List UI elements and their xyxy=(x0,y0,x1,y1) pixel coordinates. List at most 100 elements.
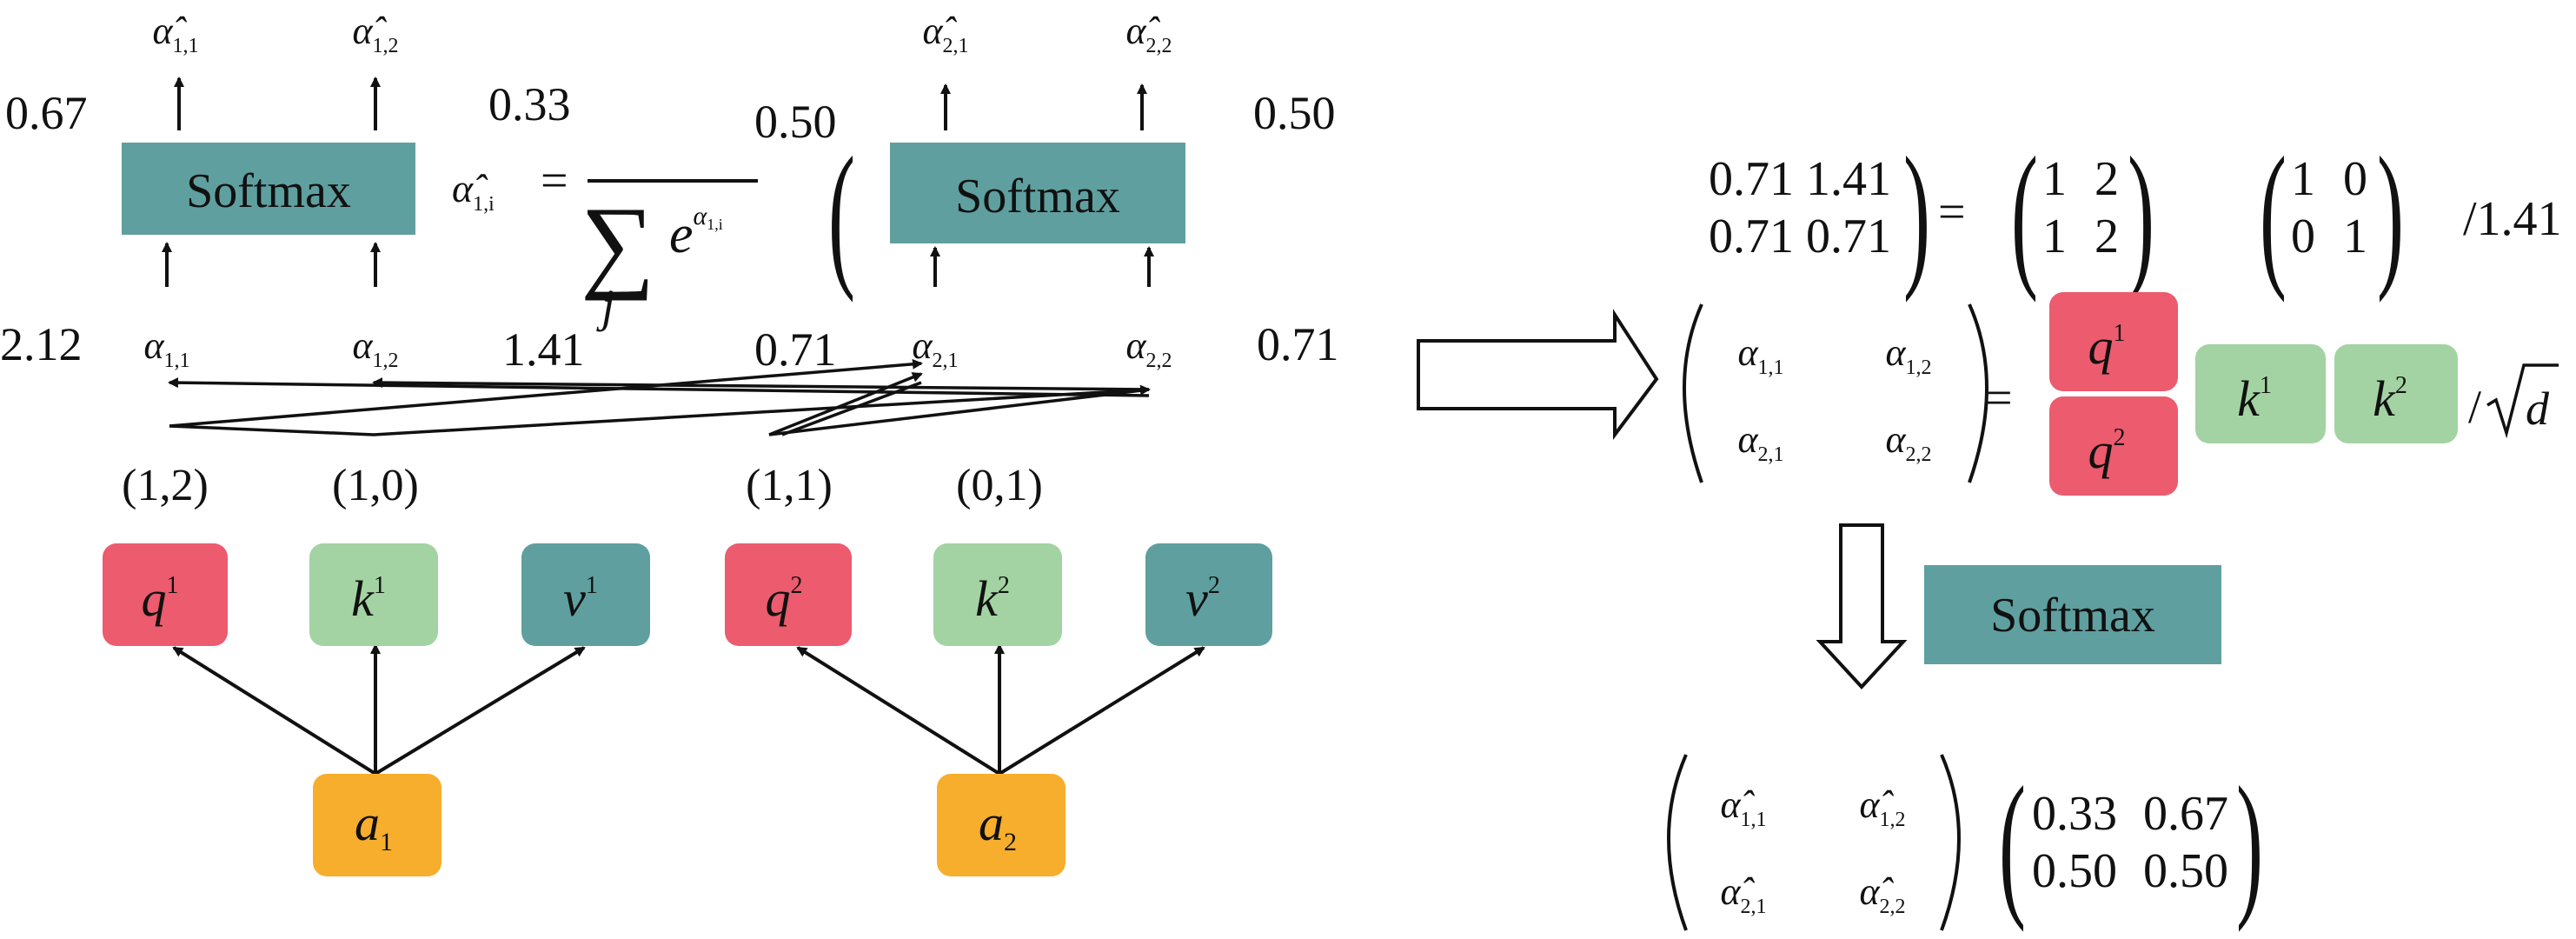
hat-m-12: α̂1,2 xyxy=(1859,783,1905,831)
m-q-00: 1 xyxy=(2042,152,2067,206)
down-arrow xyxy=(1816,523,1908,689)
m-k-00: 1 xyxy=(2291,152,2315,206)
k1-value: (1,0) xyxy=(332,461,419,510)
hat-a22: α̂2,2 xyxy=(1125,10,1172,57)
q2-value: (1,1) xyxy=(746,461,833,510)
softmax-label-3: Softmax xyxy=(1990,589,2155,643)
paren-open-q: ( xyxy=(2011,123,2038,303)
formula-exp: eα1,i xyxy=(669,202,723,264)
hat-m-22: α̂2,2 xyxy=(1859,870,1905,918)
k2-box xyxy=(933,543,1062,646)
m-q-10: 1 xyxy=(2042,210,2067,263)
q2-label: q2 xyxy=(766,570,803,627)
alpha-paren-open xyxy=(1683,303,1703,483)
r-00: 0.33 xyxy=(2032,787,2117,841)
scale-sqrt-d: / d xyxy=(2468,363,2559,439)
hat-a12: α̂1,2 xyxy=(352,10,398,57)
score-a21: α2,1 xyxy=(912,324,958,372)
m-top-00: 0.71 xyxy=(1709,152,1794,206)
result-matrix: ( 0.33 0.67 0.50 0.50 ) xyxy=(1999,753,2263,932)
alpha-m-12: α1,2 xyxy=(1885,331,1931,379)
hat-matrix: α̂1,1 α̂1,2 α̂2,1 α̂2,2 xyxy=(1667,754,1961,931)
a2-box xyxy=(937,774,1066,876)
m-k-10: 0 xyxy=(2291,210,2315,263)
r-11: 0.50 xyxy=(2143,844,2228,898)
softmax-box-3 xyxy=(1924,565,2221,664)
score-a11: α1,1 xyxy=(143,324,189,372)
projection-arrows xyxy=(172,643,1205,776)
softmax-label-2: Softmax xyxy=(955,170,1120,223)
v1-label: v1 xyxy=(563,570,598,627)
m-divide: /1.41 xyxy=(2463,192,2562,246)
hat-a11: α̂1,1 xyxy=(152,10,198,57)
m-q-11: 2 xyxy=(2095,210,2119,263)
output-value-right-1: 0.50 xyxy=(754,96,837,148)
alpha-m-22: α2,2 xyxy=(1885,418,1931,466)
r-01: 0.67 xyxy=(2143,787,2228,841)
a1-label: a1 xyxy=(355,795,393,856)
output-value-right-2: 0.50 xyxy=(1253,87,1336,139)
hat-paren-close xyxy=(1940,754,1961,931)
alpha-eq: = xyxy=(1985,371,2013,425)
k2-value: (0,1) xyxy=(956,461,1043,510)
q1-stack-label: q1 xyxy=(2088,318,2126,375)
arrow-q2-to-a21 xyxy=(768,372,923,436)
paren-close-k: ) xyxy=(2377,123,2404,303)
arrow-q2-to-a11 xyxy=(168,377,1150,397)
score-value-a11: 2.12 xyxy=(0,318,83,370)
hat-m-11: α̂1,1 xyxy=(1720,783,1766,831)
m-top-11: 0.71 xyxy=(1806,210,1891,263)
scale-d: d xyxy=(2526,383,2550,435)
alpha-matrix: α1,1 α1,2 α2,1 α2,2 = xyxy=(1683,303,2013,483)
score-value-a21: 0.71 xyxy=(754,323,837,376)
paren-open-top: ( xyxy=(828,123,855,303)
arrow-q2-to-a12 xyxy=(372,377,1150,436)
formula-equals: = xyxy=(541,154,568,208)
output-value-left-2: 0.33 xyxy=(488,78,571,130)
arrow-q1-to-a21 xyxy=(169,358,923,428)
k2-row-label: k2 xyxy=(2373,370,2407,427)
v1-box xyxy=(521,543,650,646)
k1-box xyxy=(309,543,438,646)
vector-boxes xyxy=(103,543,1272,876)
alpha-m-11: α1,1 xyxy=(1737,331,1783,379)
m-q-01: 2 xyxy=(2095,152,2119,206)
r-10: 0.50 xyxy=(2032,844,2117,898)
arrow-a1-q1 xyxy=(172,646,377,776)
q2-box xyxy=(725,543,852,646)
matrix-top-equation: ( 0.71 1.41 0.71 0.71 ) = ( 1 2 1 2 ) ( … xyxy=(828,123,2562,303)
m-top-10: 0.71 xyxy=(1709,210,1794,263)
formula-lhs: α̂1,i xyxy=(452,166,495,216)
alpha-m-21: α2,1 xyxy=(1737,418,1783,466)
arrow-a2-q2 xyxy=(796,646,1001,776)
k1-row-box xyxy=(2195,344,2326,443)
hat-paren-open xyxy=(1667,754,1688,931)
score-a12: α1,2 xyxy=(352,324,398,372)
paren-open-k: ( xyxy=(2260,123,2287,303)
hat-a21: α̂2,1 xyxy=(922,10,968,57)
m-k-11: 1 xyxy=(2343,210,2367,263)
score-value-a22: 0.71 xyxy=(1257,318,1339,370)
score-a22: α2,2 xyxy=(1125,324,1172,372)
m-top-eq: = xyxy=(1938,185,1966,239)
formula-sum-index: j xyxy=(596,280,614,332)
k2-row-box xyxy=(2334,344,2458,443)
output-value-left-1: 0.67 xyxy=(5,87,88,139)
a1-box xyxy=(313,774,442,876)
v2-box xyxy=(1145,543,1272,646)
q1-label: q1 xyxy=(142,570,179,627)
softmax-box-2 xyxy=(890,143,1185,243)
k1-row-label: k1 xyxy=(2237,370,2272,427)
arrow-a2-v2 xyxy=(998,646,1205,776)
alpha-paren-close xyxy=(1968,303,1988,483)
result-paren-open: ( xyxy=(1999,753,2026,932)
q1-box xyxy=(103,543,228,646)
k1-label: k1 xyxy=(351,570,386,627)
score-value-a12: 1.41 xyxy=(502,323,585,376)
arrow-q1-to-a22 xyxy=(169,384,1151,436)
paren-close-q: ) xyxy=(2128,123,2154,303)
m-top-01: 1.41 xyxy=(1806,152,1891,206)
scale-slash: / xyxy=(2468,381,2481,433)
m-k-01: 0 xyxy=(2343,152,2367,206)
formula-sum: ∑ xyxy=(581,185,655,301)
